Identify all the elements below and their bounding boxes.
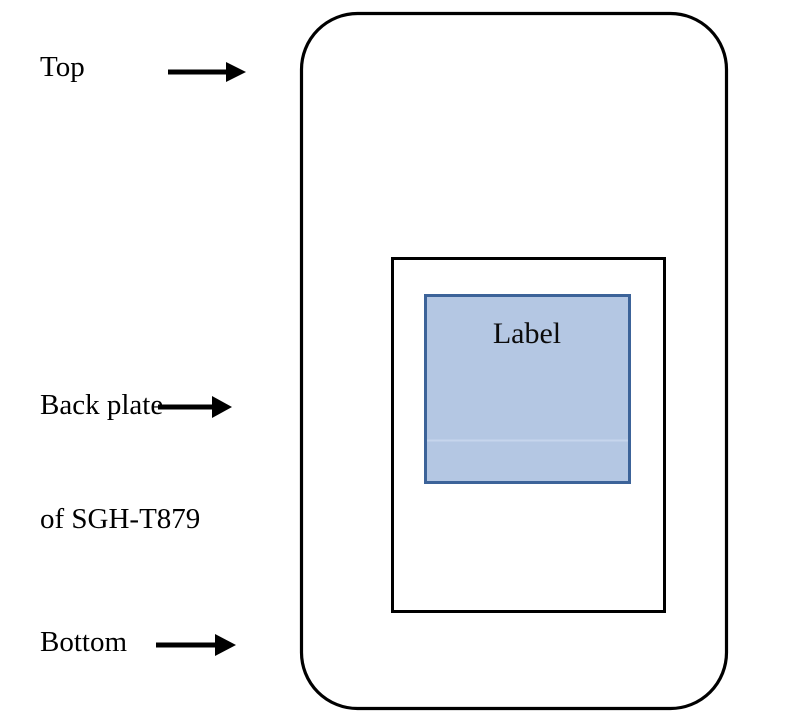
callout-label-top: Top — [40, 51, 85, 83]
label-rectangle — [424, 294, 631, 484]
callout-label-back-plate-line2: of SGH-T879 — [40, 503, 201, 535]
bottom-arrow-icon — [156, 634, 236, 656]
callout-label-back-plate-line1: Back plate — [40, 389, 164, 421]
callout-label-bottom: Bottom — [40, 626, 128, 658]
top-arrow-icon — [168, 62, 246, 82]
callout-label-back-plate: Back plate of SGH-T879 — [40, 310, 200, 614]
label-rectangle-text: Label — [492, 317, 562, 350]
back-plate-arrow-icon — [158, 396, 232, 418]
